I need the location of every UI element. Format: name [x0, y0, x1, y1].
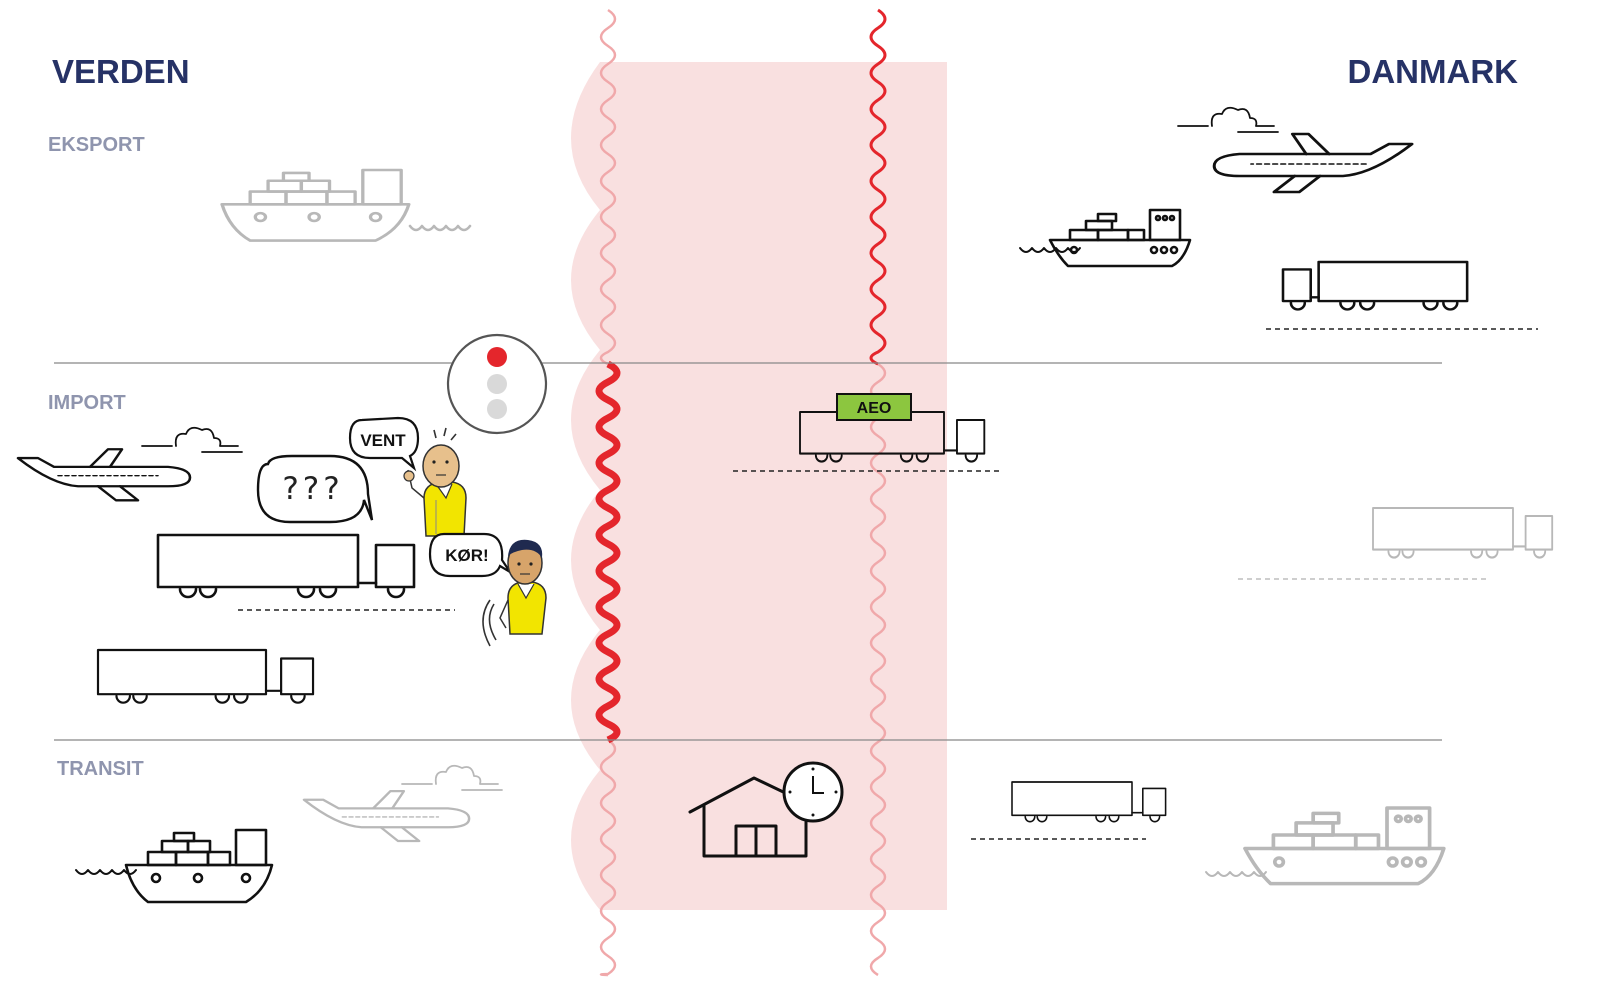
aeo-badge-text: AEO	[857, 400, 892, 417]
airplane-icon	[302, 789, 471, 843]
border-wave	[599, 738, 617, 977]
traffic-light	[446, 333, 548, 435]
truck-icon	[1371, 506, 1554, 559]
waves-icon	[408, 224, 472, 232]
cloud-icon	[1177, 106, 1279, 133]
question-bubble-text: ???	[282, 471, 343, 507]
truck-icon	[1281, 260, 1469, 311]
border-line-left	[599, 8, 617, 977]
border-line-right	[869, 362, 887, 977]
ship-icon	[220, 168, 411, 243]
wait-bubble-text: VENT	[360, 431, 406, 450]
ship-icon	[124, 828, 274, 904]
title-verden: VERDEN	[52, 53, 190, 90]
waves-icon	[1205, 871, 1267, 877]
wait-bubble: VENT	[348, 416, 420, 472]
question-bubble: ???	[256, 454, 374, 524]
border-wave	[869, 362, 887, 977]
traffic-light-yellow	[487, 374, 507, 394]
truck-icon	[96, 648, 315, 704]
go-bubble: KØR!	[428, 532, 511, 578]
truck-icon	[156, 533, 416, 599]
traffic-light-green	[487, 399, 507, 419]
traffic-light-red	[487, 347, 507, 367]
cloud-icon	[401, 764, 503, 791]
border-wave	[599, 8, 617, 366]
section-label-export: EKSPORT	[48, 134, 145, 156]
truck-icon	[1011, 781, 1167, 823]
aeo-badge: AEO	[836, 393, 912, 421]
border-line-right-strong	[869, 8, 887, 366]
section-label-transit: TRANSIT	[57, 758, 144, 780]
border-zone-band	[571, 62, 947, 910]
go-bubble-text: KØR!	[445, 546, 488, 565]
customs-officer-waiting	[403, 427, 467, 537]
border-zone-bulges	[890, 62, 947, 910]
ship-icon	[1048, 208, 1192, 268]
border-wave	[869, 8, 887, 366]
title-danmark: DANMARK	[1348, 53, 1519, 90]
customs-officer-go	[482, 539, 547, 647]
ship-icon	[1243, 806, 1446, 886]
cloud-icon	[141, 426, 243, 453]
airplane-icon	[16, 447, 192, 502]
airplane-icon	[1212, 132, 1414, 194]
clock-icon	[782, 761, 844, 823]
border-line-left-strong	[595, 360, 621, 744]
border-wave	[595, 360, 621, 744]
section-label-import: IMPORT	[48, 392, 126, 414]
